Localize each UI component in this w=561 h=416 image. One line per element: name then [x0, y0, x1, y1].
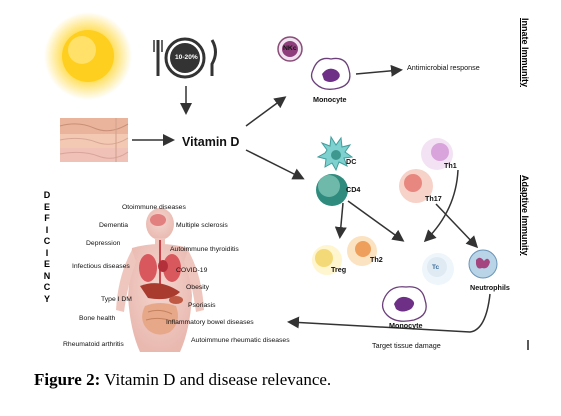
- arrow-monocyte-to-antimicrobial: [355, 64, 403, 77]
- tc-label: Tc: [432, 264, 440, 271]
- antimicrobial-response-label: Antimicrobial response: [407, 63, 480, 72]
- treg-cell-icon: [312, 245, 342, 275]
- caption-label: Figure 2:: [34, 370, 101, 389]
- arrow-cd4-to-tc: [347, 200, 405, 242]
- monocyte-bottom-icon: [381, 286, 427, 322]
- treg-label: Treg: [331, 265, 347, 274]
- depression-label: Depression: [86, 240, 121, 247]
- bone-health-label: Bone health: [79, 315, 116, 322]
- nkc-label: NKc: [283, 45, 297, 52]
- innate-immunity-label: Innate Immunity: [520, 18, 530, 88]
- monocyte-top-icon: [310, 57, 351, 90]
- monocyte-bottom-label: Monocyte: [389, 321, 423, 330]
- arrow-vitd-to-innate: [245, 96, 287, 127]
- adaptive-immunity-label: Adaptive Immunity: [520, 175, 530, 256]
- inflammatory-bowel-diseases-label: Inflammatory bowel diseases: [166, 319, 254, 326]
- arrow-vitd-to-adaptive: [245, 149, 305, 180]
- th17-label: Th17: [425, 194, 442, 203]
- multiple-sclerosis-label: Multiple sclerosis: [176, 222, 228, 229]
- deficiency-letter-5: C: [43, 236, 51, 246]
- figure-caption: Figure 2: Vitamin D and disease relevanc…: [34, 370, 331, 390]
- deficiency-letter-4: I: [45, 224, 49, 235]
- dc-cell-icon: [316, 135, 354, 172]
- covid-19-label: COVID-19: [176, 267, 208, 274]
- th1-cell-icon: [421, 138, 453, 170]
- arrow-th1-to-tc: [423, 169, 459, 243]
- target-tissue-damage-label: Target tissue damage: [372, 341, 441, 350]
- cd4-cell-icon: [316, 174, 348, 206]
- autoimmune-thyroiditis-label: Autoimmune thyroiditis: [170, 246, 239, 253]
- cd4-label: CD4: [346, 185, 361, 194]
- th2-cell-icon: [347, 236, 377, 266]
- skin-icon: [59, 118, 129, 162]
- plate-percentage-label: 10-20%: [175, 54, 198, 61]
- deficiency-letter-9: C: [43, 282, 51, 292]
- vitamin-d-label: Vitamin D: [182, 135, 240, 149]
- arrow-to-target-damage: [287, 293, 491, 333]
- nkc-cell-icon: [277, 36, 303, 62]
- type1dm-label: Type I DM: [101, 296, 132, 303]
- th17-cell-icon: [399, 169, 433, 203]
- dementia-label: Dementia: [99, 222, 129, 229]
- otoimmune-diseases-label: Otoimmune diseases: [122, 204, 186, 211]
- tc-cell-icon: [422, 253, 454, 285]
- autoimmune-rheumatic-diseases-label: Autoimmune rheumatic diseases: [191, 337, 290, 344]
- deficiency-letter-2: E: [43, 201, 50, 212]
- monocyte-top-label: Monocyte: [313, 95, 347, 104]
- th1-label: Th1: [444, 161, 457, 170]
- arrow-cd4-to-treg: [334, 202, 347, 239]
- deficiency-letter-3: F: [44, 213, 50, 223]
- deficiency-letter-10: Y: [43, 293, 50, 304]
- neutrophil-cell-icon: [468, 249, 498, 279]
- human-body-illustration: [116, 208, 204, 352]
- infectious-diseases-label: Infectious diseases: [72, 263, 130, 270]
- caption-text: Vitamin D and disease relevance.: [100, 370, 332, 389]
- th2-label: Th2: [370, 255, 383, 264]
- deficiency-letter-8: N: [43, 270, 51, 281]
- deficiency-letter-1: D: [43, 190, 51, 200]
- dc-label: DC: [346, 157, 357, 166]
- sun-icon: [44, 12, 132, 100]
- neutrophils-label: Neutrophils: [470, 283, 510, 292]
- obesity-label: Obesity: [186, 284, 210, 291]
- deficiency-letter-7: E: [43, 259, 50, 269]
- arrows: [132, 64, 491, 333]
- rheumatoid-arthritis-label: Rheumatoid arthritis: [63, 341, 124, 348]
- deficiency-letter-6: I: [45, 247, 49, 258]
- arrow-th17-to-neutrophils: [435, 203, 479, 249]
- plate-icon: [153, 37, 217, 79]
- psoriasis-label: Psoriasis: [188, 302, 216, 309]
